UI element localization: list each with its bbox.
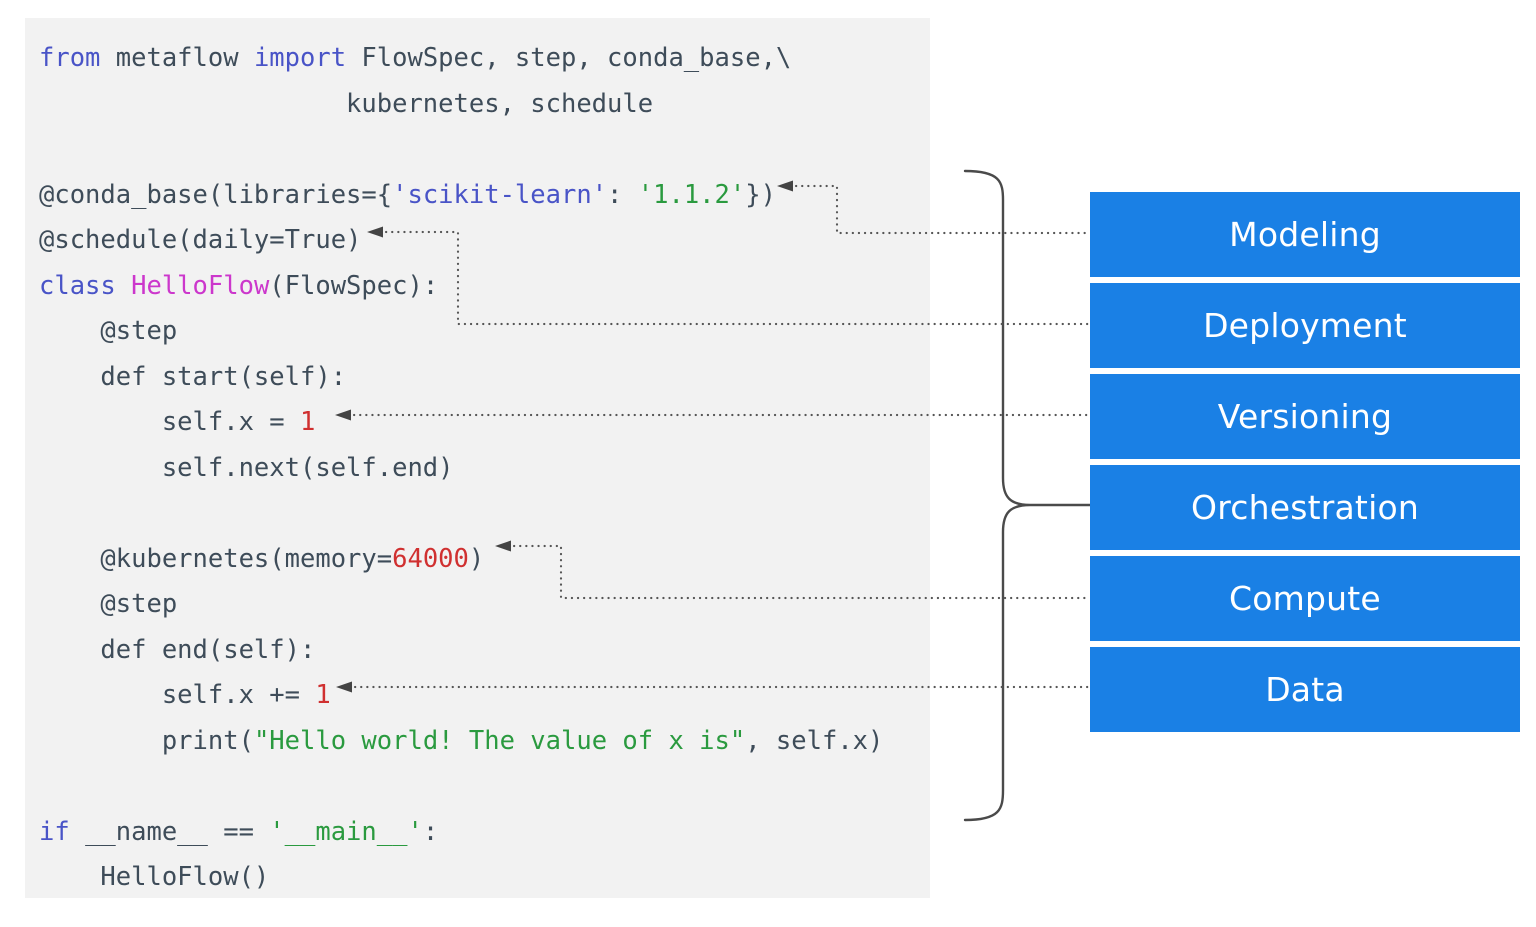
code-token: self.next(self.end) [39, 452, 454, 483]
code-token: class [39, 270, 132, 301]
code-line: def start(self): [39, 362, 346, 392]
code-text: from metaflow import FlowSpec, step, con… [39, 36, 930, 901]
code-token: kubernetes, schedule [39, 88, 654, 119]
code-token: }) [745, 179, 776, 210]
code-line: print("Hello world! The value of x is", … [39, 725, 884, 756]
code-token: import [253, 43, 362, 73]
code-line: HelloFlow() [39, 862, 269, 892]
code-token: (FlowSpec): [269, 270, 439, 301]
code-token: , self.x) [745, 725, 884, 756]
stack-box-versioning[interactable]: Versioning [1090, 374, 1520, 459]
code-token: 1 [315, 680, 331, 710]
code-token: FlowSpec, step, conda_base,\ [361, 43, 792, 73]
code-line: self.x += 1 [39, 680, 331, 710]
code-token: 'scikit-learn' [392, 179, 608, 210]
stack-box-label: Deployment [1203, 306, 1407, 345]
code-line: self.x = 1 [39, 407, 316, 437]
code-token: '__main__' [269, 816, 423, 847]
stack-box-deployment[interactable]: Deployment [1090, 283, 1520, 368]
curly-brace [963, 169, 1092, 822]
code-token: 1 [300, 407, 316, 437]
code-line: kubernetes, schedule [39, 89, 653, 119]
code-line: from metaflow import FlowSpec, step, con… [39, 43, 791, 73]
stack-box-label: Versioning [1217, 397, 1393, 436]
code-token: self.x = [39, 407, 300, 437]
code-token: def start(self): [39, 361, 347, 392]
code-line: @step [39, 589, 177, 619]
code-line: class HelloFlow(FlowSpec): [39, 271, 438, 301]
code-line: @schedule(daily=True) [39, 225, 361, 255]
stack-box-label: Data [1265, 670, 1345, 709]
stack-box-compute[interactable]: Compute [1090, 556, 1520, 641]
code-token: @schedule(daily=True) [39, 225, 362, 255]
stack-box-data[interactable]: Data [1090, 647, 1520, 732]
stack-box-label: Compute [1229, 579, 1381, 618]
code-token: @kubernetes(memory= [39, 543, 393, 574]
code-token: print( [39, 725, 254, 756]
code-token: if [39, 816, 86, 847]
code-line: self.next(self.end) [39, 453, 454, 483]
code-token: : [422, 816, 439, 847]
code-line: @kubernetes(memory=64000) [39, 544, 484, 574]
code-line: @conda_base(libraries={'scikit-learn': '… [39, 180, 776, 210]
code-token: def end(self): [39, 634, 316, 665]
code-token: __name__ == [85, 816, 270, 847]
code-token: '1.1.2' [637, 179, 746, 210]
code-line: if __name__ == '__main__': [39, 817, 438, 847]
stack-box-modeling[interactable]: Modeling [1090, 192, 1520, 277]
code-token: self.x += [39, 680, 316, 710]
code-token: ) [468, 543, 485, 574]
code-token: @conda_base(libraries={ [39, 179, 393, 210]
stack-box-label: Modeling [1229, 215, 1381, 254]
stack-box-orchestration[interactable]: Orchestration [1090, 465, 1520, 550]
stack-box-label: Orchestration [1191, 488, 1419, 527]
code-token: metaflow [115, 43, 254, 73]
code-token: HelloFlow [131, 270, 270, 301]
code-token: "Hello world! The value of x is" [253, 725, 746, 756]
code-line: @step [39, 316, 177, 346]
code-token: HelloFlow() [39, 862, 270, 892]
code-block: from metaflow import FlowSpec, step, con… [25, 18, 930, 898]
code-token: from [39, 43, 116, 73]
code-line: def end(self): [39, 635, 315, 665]
code-token: @step [39, 589, 178, 619]
code-token: @step [39, 316, 178, 346]
code-token: 64000 [392, 543, 469, 574]
code-token: : [607, 179, 638, 210]
